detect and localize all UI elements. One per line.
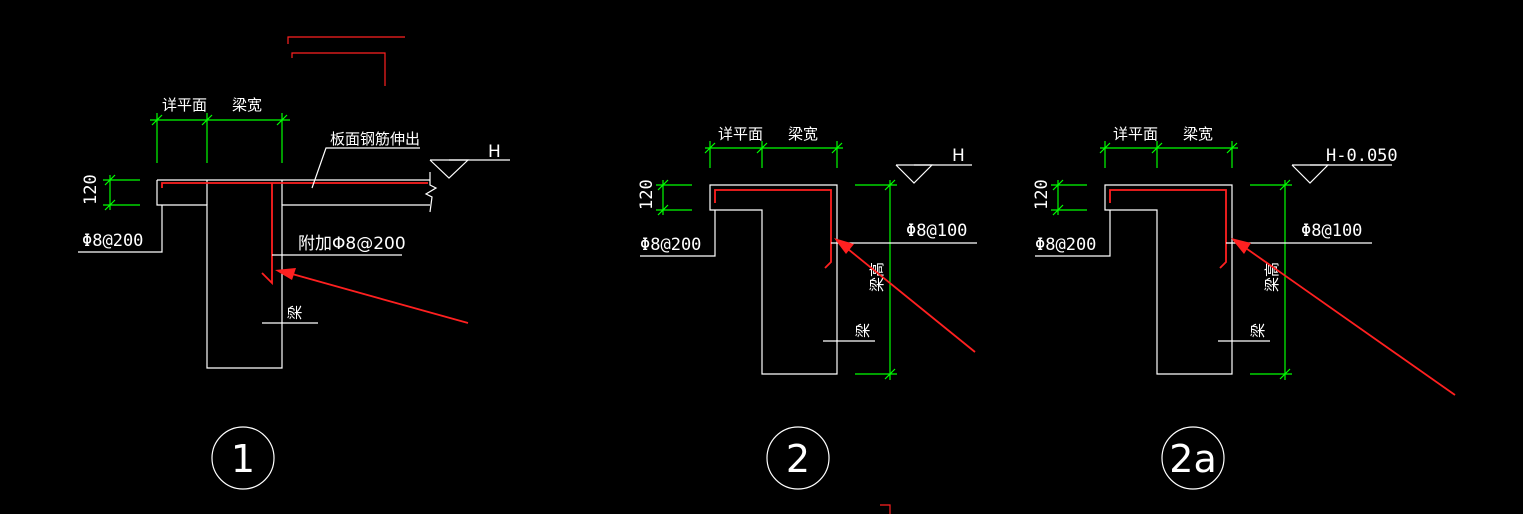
detail-2-top-dimension: [704, 141, 843, 168]
detail-1-note: 板面钢筋伸出: [330, 130, 420, 148]
detail-2a-rebar: [1109, 189, 1227, 269]
detail-2a-rebar-label: Φ8@200: [1035, 235, 1096, 255]
detail-1-thickness: 120: [81, 174, 101, 205]
detail-2a-level: H-0.050: [1326, 146, 1398, 166]
detail-1-extra-rebar: [261, 183, 273, 286]
detail-2-dim-left: 详平面: [718, 125, 763, 143]
detail-2-stirrup-label: Φ8@100: [906, 221, 967, 241]
detail-2a-thickness: 120: [1032, 179, 1052, 210]
break-symbol: [424, 172, 438, 213]
detail-2a-number: 2a: [1169, 437, 1216, 481]
detail-2: 详平面 梁宽 120 梁高 H Φ8@200 Φ8@100: [637, 125, 977, 490]
top-red-lines: [287, 36, 891, 514]
detail-1: 详平面 梁宽 120 H 板面钢筋伸出 Φ8@200 附加Φ8@200 梁: [78, 96, 510, 490]
detail-2a-dim-left: 详平面: [1113, 125, 1158, 143]
detail-2-rebar: [714, 189, 832, 269]
detail-2-thickness-dimension: [656, 179, 692, 216]
detail-1-top-dimension: [150, 113, 290, 163]
detail-2a-dim-right: 梁宽: [1183, 125, 1213, 143]
detail-2a-height-dimension: [1250, 179, 1292, 380]
detail-1-rebar-label: Φ8@200: [82, 231, 143, 251]
detail-2-rebar-label: Φ8@200: [640, 235, 701, 255]
detail-1-level: H: [488, 142, 501, 162]
detail-1-extra-rebar-label: 附加Φ8@200: [298, 234, 406, 254]
detail-1-dim-left: 详平面: [162, 96, 207, 114]
detail-1-number: 1: [231, 437, 255, 481]
detail-2a-level-symbol: [1291, 164, 1392, 184]
detail-2a-top-dimension: [1099, 141, 1238, 168]
detail-2-level-symbol: [895, 164, 972, 184]
detail-1-thickness-dimension: [103, 174, 140, 211]
detail-2a-thickness-dimension: [1051, 179, 1087, 216]
detail-1-beam-label: 梁: [286, 305, 304, 320]
detail-2-number: 2: [786, 437, 810, 481]
detail-1-dim-right: 梁宽: [232, 96, 262, 114]
detail-2-level: H: [952, 146, 965, 166]
detail-2-outline: [709, 184, 838, 375]
detail-1-level-symbol: [429, 159, 510, 179]
detail-2a-beam-label: 梁: [1249, 323, 1267, 338]
detail-2-dim-right: 梁宽: [788, 125, 818, 143]
detail-2a-outline: [1104, 184, 1233, 375]
detail-2a-stirrup-label: Φ8@100: [1301, 221, 1362, 241]
detail-1-top-rebar: [161, 182, 428, 188]
detail-2a: 详平面 梁宽 120 梁高 H-0.050 Φ8@200 Φ8@100 梁: [1032, 125, 1456, 490]
detail-2-height-dimension: [855, 179, 897, 380]
detail-2-beam-label: 梁: [854, 323, 872, 338]
detail-2-thickness: 120: [637, 179, 657, 210]
